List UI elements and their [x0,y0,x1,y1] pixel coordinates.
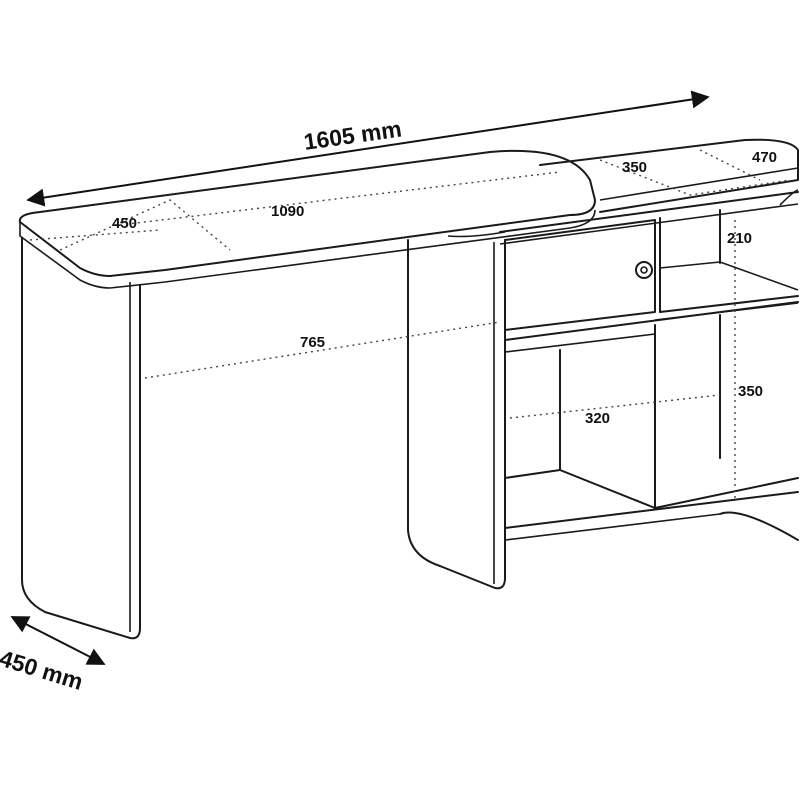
niche-width-label: 320 [585,410,610,427]
cabinet-width-label: 350 [622,159,647,176]
desk-top [18,149,596,289]
overall-depth-label: 450 mm [0,645,86,695]
cabinet-top [539,138,799,213]
drawer-height-label: 210 [727,230,752,247]
middle-leg [407,239,506,590]
overall-width-label: 1605 mm [302,116,403,155]
left-leg [21,237,141,640]
overall-depth-arrow [10,616,106,665]
hidden-dimension-lines [29,149,791,500]
height-label: 765 [300,334,325,351]
top-length-label: 1090 [271,203,304,220]
bottom-shelf [504,469,561,479]
cabinet-depth-label: 470 [752,149,777,166]
shelf-unit [499,138,799,541]
drawer-front [504,219,656,331]
top-depth-label: 450 [112,215,137,232]
overall-width-arrow [26,90,710,207]
middle-shelf [504,301,799,341]
niche-height-label: 350 [738,383,763,400]
drawer-knob [635,261,653,279]
